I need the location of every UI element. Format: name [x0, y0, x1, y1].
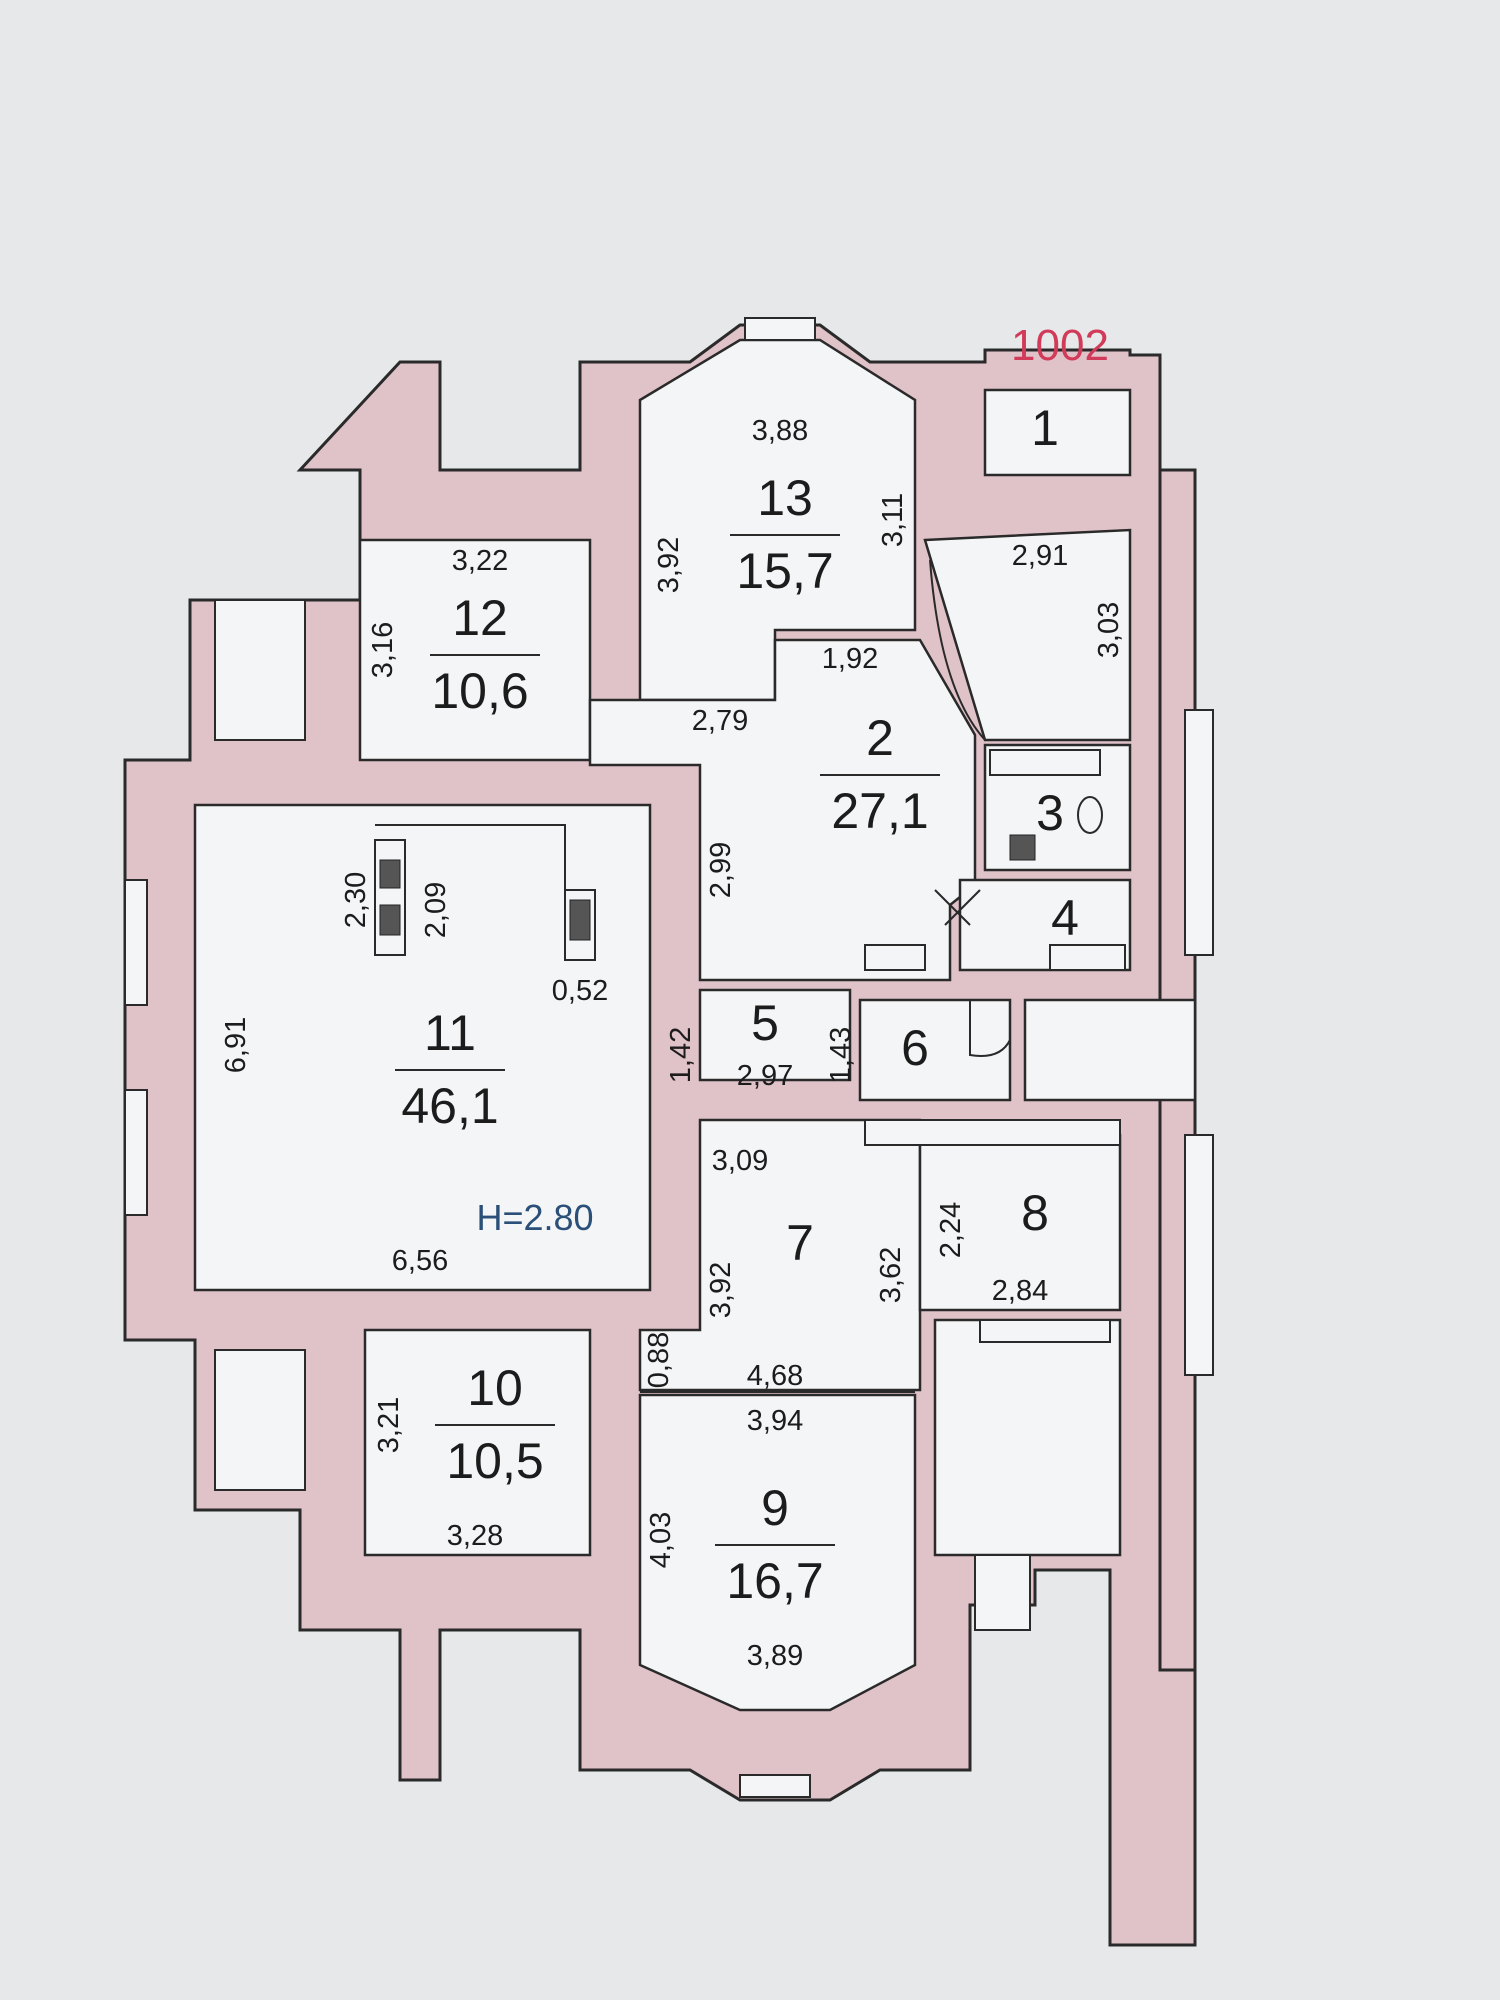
room-6b-shape: [1023, 998, 1197, 1102]
window-room-11-bottom: [124, 1089, 148, 1216]
dim-corr-len: 4,68: [747, 1360, 803, 1392]
window-room-11-top: [124, 879, 148, 1006]
dim-r10-left: 3,21: [373, 1397, 405, 1453]
dim-r11-a: 2,30: [340, 872, 372, 928]
room-12-area: 10,6: [431, 663, 528, 719]
door-swing-room-6: [969, 1000, 1011, 1057]
door-swing-room-2: [929, 559, 986, 741]
room-5-shape: [698, 988, 852, 1082]
wardrobe-room-4: [864, 944, 926, 971]
ceiling-height: H=2.80: [476, 1197, 593, 1238]
wardrobe-room-4b: [1049, 944, 1126, 971]
dim-r7-top: 3,09: [712, 1145, 768, 1177]
room-13-area: 15,7: [736, 543, 833, 599]
sink-icon: [379, 904, 401, 936]
dim-r12-left: 3,16: [367, 622, 399, 678]
apartment-number: 1002: [1011, 321, 1109, 370]
room-9-number: 9: [761, 1480, 789, 1536]
door-room-4b: [944, 889, 981, 926]
room-13-number: 13: [757, 470, 813, 526]
room-1-lower-shape: [923, 528, 1132, 742]
dim-r2-top: 2,79: [692, 705, 748, 737]
room-11-shape: [193, 803, 652, 1292]
dim-r5-a: 1,42: [665, 1027, 697, 1083]
kitchen-hood-outline: [375, 824, 566, 890]
stove-icon: [379, 859, 401, 889]
dim-r8-left: 2,24: [935, 1202, 967, 1258]
room-4-number: 4: [1051, 890, 1079, 946]
dim-r7-right: 3,62: [875, 1247, 907, 1303]
dim-r13-bottom: 1,92: [822, 643, 878, 675]
room-8-shape: [918, 1133, 1122, 1312]
dim-r1-bottom: 2,91: [1012, 540, 1068, 572]
window-room-12: [214, 599, 306, 741]
room-10-shape: [363, 1328, 592, 1557]
window-room-9: [739, 1774, 811, 1798]
room-10-number: 10: [467, 1360, 523, 1416]
room-5-number: 5: [751, 995, 779, 1051]
dim-r11-left: 6,91: [220, 1017, 252, 1073]
dim-r13-top: 3,88: [752, 415, 808, 447]
wardrobe-room-8: [864, 1119, 1121, 1146]
dim-r12-top: 3,22: [452, 545, 508, 577]
window-right-1: [1184, 709, 1214, 956]
room-8-number: 8: [1021, 1185, 1049, 1241]
dim-r13-left: 3,92: [653, 537, 685, 593]
dim-r10-bottom: 3,28: [447, 1520, 503, 1552]
window-bottom-right: [974, 1554, 1031, 1631]
room-11-area: 46,1: [401, 1078, 498, 1134]
door-room-4: [934, 889, 971, 926]
room-2-number: 2: [866, 710, 894, 766]
room-12-shape: [358, 538, 592, 762]
room-2-area: 27,1: [831, 783, 928, 839]
room-3-number: 3: [1036, 785, 1064, 841]
room-10-area: 10,5: [446, 1433, 543, 1489]
dim-r8-bottom: 2,84: [992, 1275, 1048, 1307]
room-12-number: 12: [452, 590, 508, 646]
dim-r1-right: 3,03: [1093, 602, 1125, 658]
dim-r9-top: 3,94: [747, 1405, 803, 1437]
room-6-number: 6: [901, 1020, 929, 1076]
dim-r2-left: 2,99: [705, 842, 737, 898]
washbasin-icon: [1009, 834, 1036, 861]
kitchen-counter-left: [374, 839, 406, 956]
dim-r9-bottom: 3,89: [747, 1640, 803, 1672]
room-right-lower-shape: [933, 1318, 1122, 1557]
wardrobe-right-lower: [979, 1319, 1111, 1343]
dim-r5-c: 2,97: [737, 1060, 793, 1092]
window-right-2: [1184, 1134, 1214, 1376]
room-7-number: 7: [786, 1215, 814, 1271]
dim-r11-c: 0,52: [552, 975, 608, 1007]
room-11-number: 11: [424, 1005, 476, 1061]
dim-r13-right: 3,11: [877, 493, 909, 547]
room-9-shape: [638, 1393, 917, 1712]
window-room-13: [744, 317, 816, 341]
dim-r5-b: 1,43: [825, 1027, 857, 1083]
toilet-icon: [1077, 796, 1103, 834]
room-1-number: 1: [1031, 400, 1059, 456]
sink-right-icon: [569, 899, 591, 941]
dim-r11-b: 2,09: [420, 882, 452, 938]
dim-r7-left: 3,92: [705, 1262, 737, 1318]
window-room-10: [214, 1349, 306, 1491]
dim-r9-left: 4,03: [645, 1512, 677, 1568]
room-9-area: 16,7: [726, 1553, 823, 1609]
dim-corr-small: 0,88: [643, 1332, 675, 1388]
bathtub-icon: [989, 749, 1101, 776]
dim-r11-bottom: 6,56: [392, 1245, 448, 1277]
room-6-shape: [858, 998, 1012, 1102]
